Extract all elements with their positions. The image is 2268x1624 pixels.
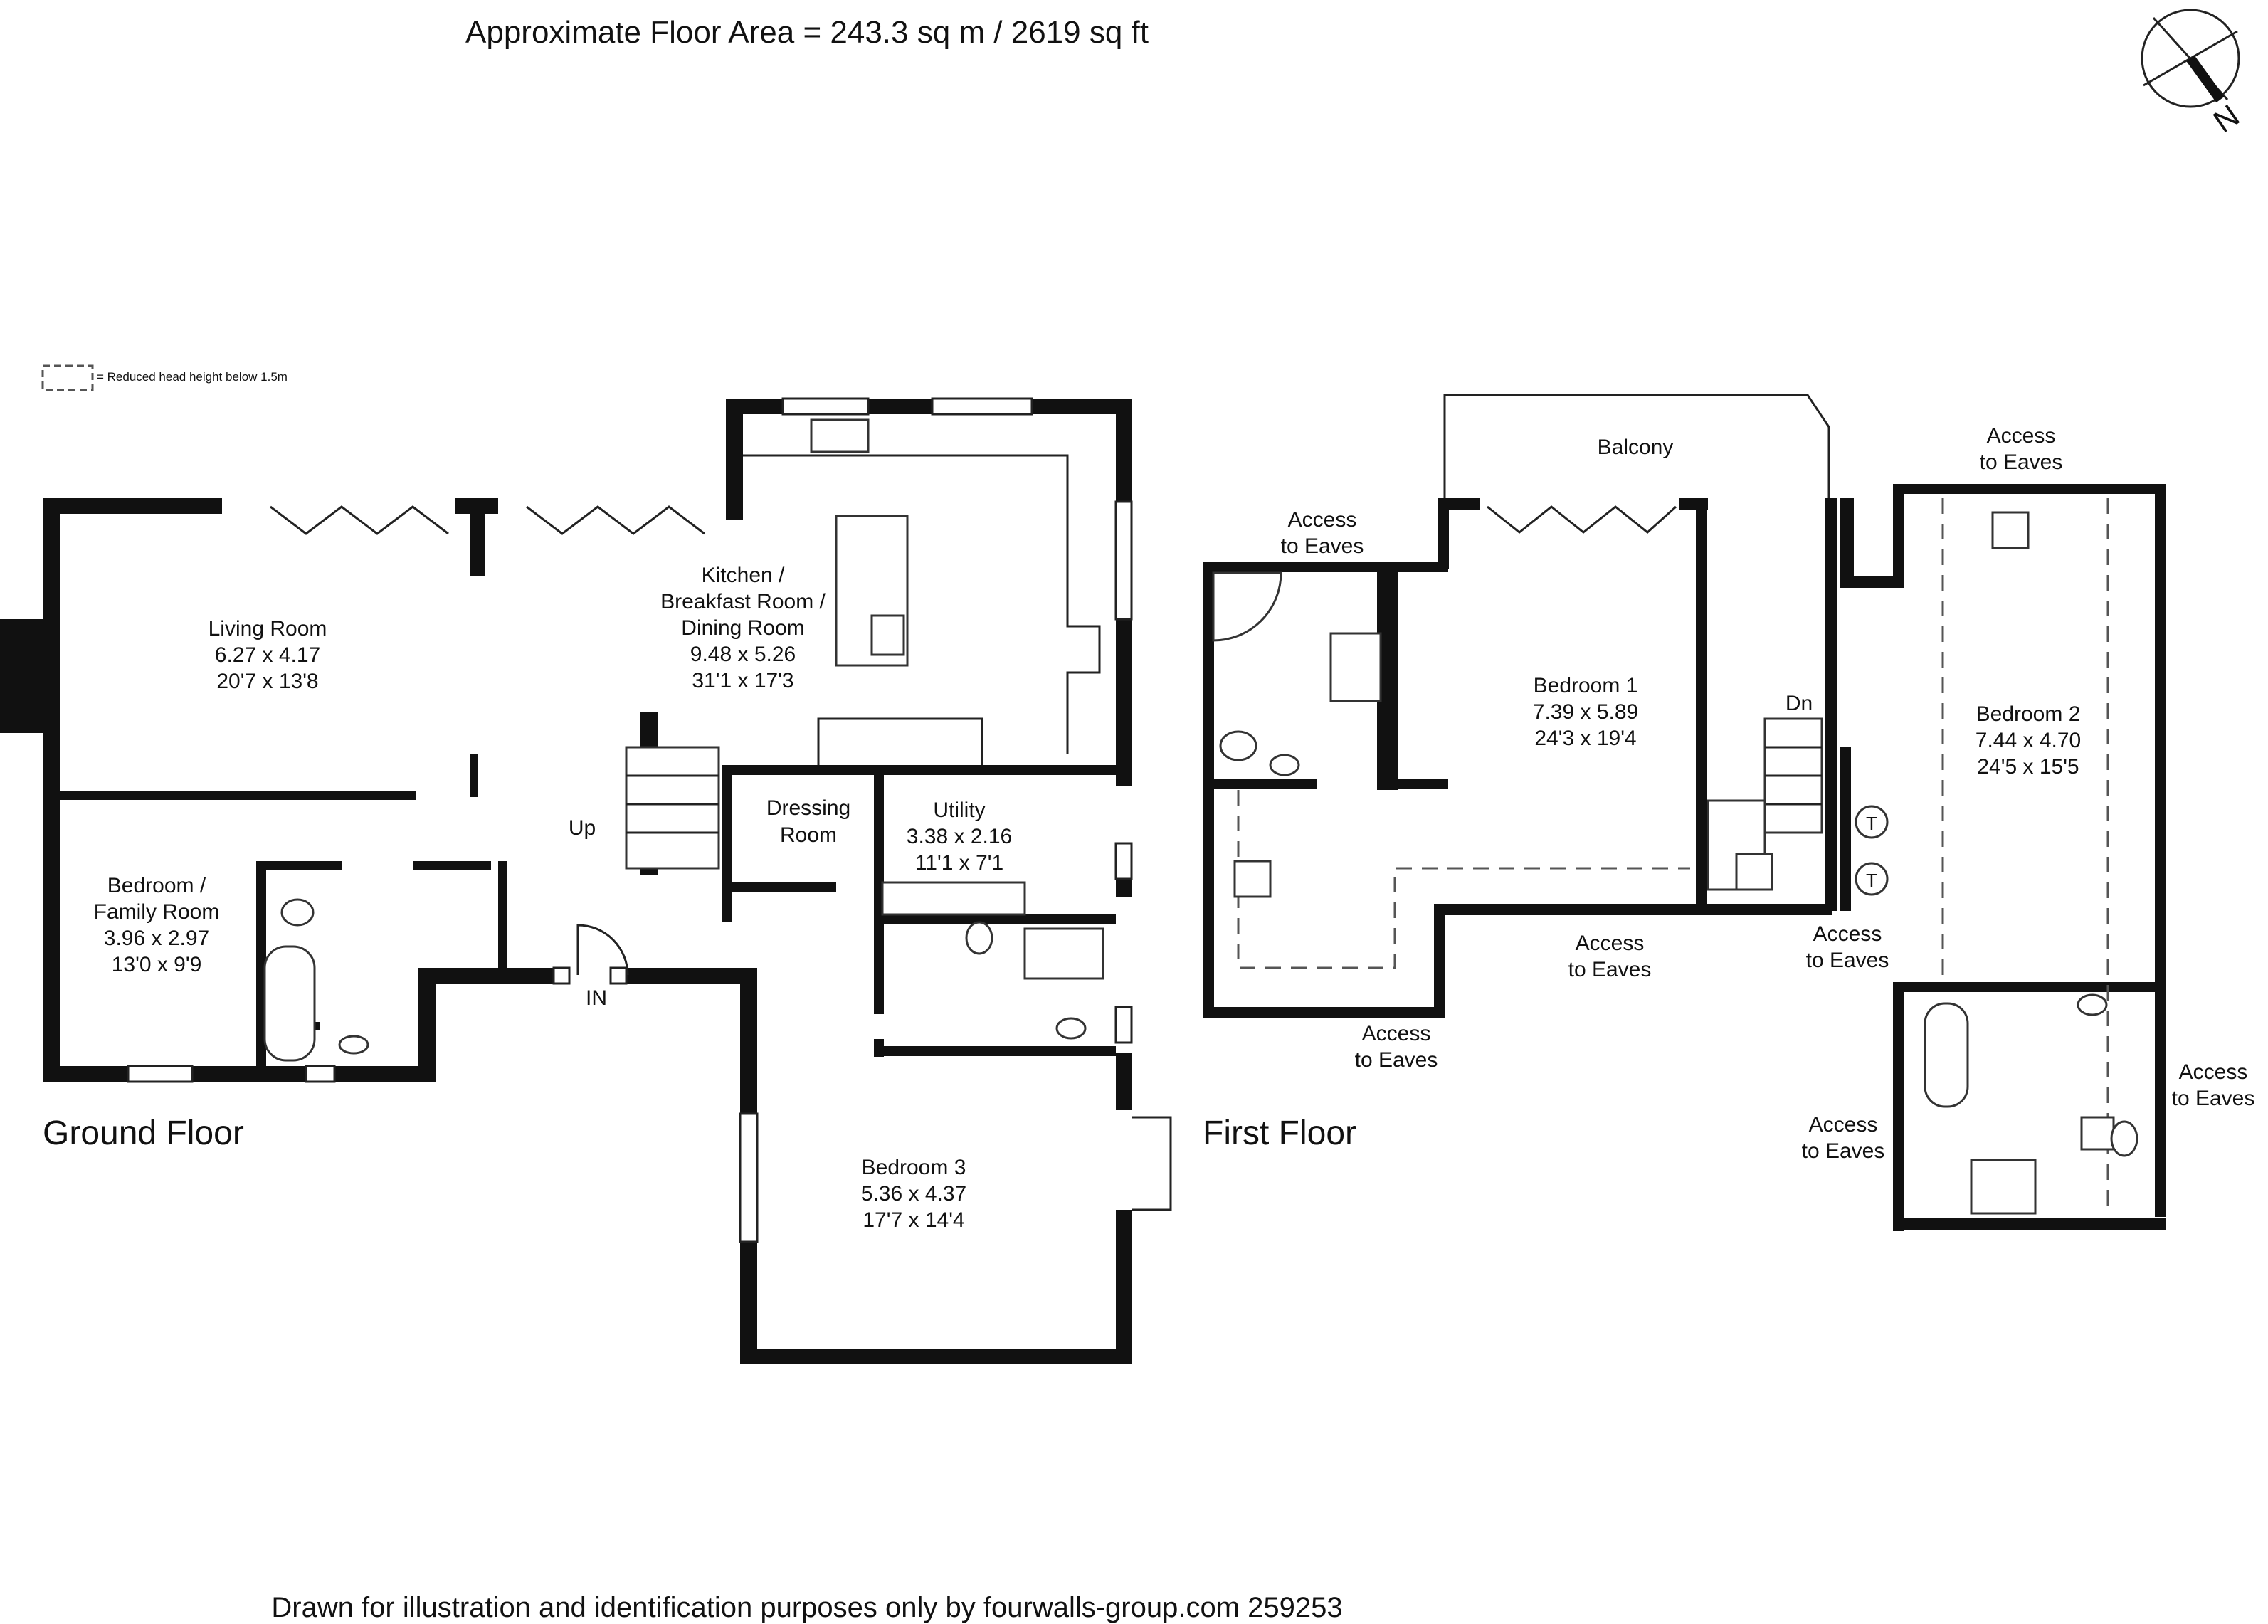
living-room-imperial: 20'7 x 13'8	[216, 670, 318, 693]
balcony-label: Balcony	[1598, 436, 1674, 459]
utility-name: Utility	[933, 798, 985, 822]
eaves-label-5-line1: Access	[1362, 1022, 1431, 1045]
bedroom-2-name: Bedroom 2	[1976, 702, 2081, 726]
kitchen-name-1: Kitchen /	[702, 564, 785, 587]
utility-metric: 3.38 x 2.16	[907, 825, 1012, 848]
ground-floor-title: Ground Floor	[43, 1114, 244, 1152]
family-room-metric: 3.96 x 2.97	[104, 927, 209, 950]
compass-north-label: N	[2208, 98, 2246, 139]
eaves-label-7-line2: to Eaves	[2172, 1087, 2255, 1110]
stairs-down-label: Dn	[1786, 692, 1813, 715]
eaves-label-2-line1: Access	[1987, 424, 2056, 448]
first-floor-plan: Balcony	[1203, 394, 2255, 1231]
kitchen-metric: 9.48 x 5.26	[690, 643, 796, 666]
eaves-label-2-line2: to Eaves	[1980, 450, 2063, 474]
kitchen-name-2: Breakfast Room /	[660, 590, 826, 613]
tank-label-1: T	[1866, 813, 1877, 834]
tank-label-2: T	[1866, 870, 1877, 891]
eaves-label-3-line1: Access	[1576, 932, 1645, 955]
first-floor-title: First Floor	[1203, 1114, 1356, 1152]
kitchen-name-3: Dining Room	[681, 616, 804, 640]
family-room-name-1: Bedroom /	[107, 874, 206, 897]
utility-imperial: 11'1 x 7'1	[915, 851, 1003, 875]
bedroom-2-metric: 7.44 x 4.70	[1976, 729, 2081, 752]
dressing-room-name-1: Dressing	[766, 796, 850, 820]
legend-text: = Reduced head height below 1.5m	[97, 370, 288, 384]
disclaimer-footer: Drawn for illustration and identificatio…	[271, 1592, 1342, 1623]
stairs-up-label: Up	[569, 816, 596, 840]
ground-floor-plan: Living Room 6.27 x 4.17 20'7 x 13'8 Kitc…	[0, 397, 1172, 1364]
first-floor-staircase	[1707, 717, 1823, 891]
eaves-label-4-line1: Access	[1813, 922, 1882, 946]
living-room-metric: 6.27 x 4.17	[215, 643, 320, 667]
bedroom-3-metric: 5.36 x 4.37	[861, 1182, 966, 1206]
living-room-name: Living Room	[209, 617, 327, 640]
bedroom-1-imperial: 24'3 x 19'4	[1534, 727, 1636, 750]
family-room-name-2: Family Room	[94, 900, 220, 924]
eaves-label-3-line2: to Eaves	[1568, 958, 1652, 981]
eaves-label-5-line2: to Eaves	[1355, 1048, 1438, 1072]
bedroom-3-name: Bedroom 3	[862, 1156, 966, 1179]
eaves-label-4-line2: to Eaves	[1806, 949, 1889, 972]
bedroom-1-metric: 7.39 x 5.89	[1533, 700, 1638, 724]
compass-icon: N	[2141, 9, 2246, 139]
legend: = Reduced head height below 1.5m	[41, 364, 288, 391]
eaves-label-6-line1: Access	[1809, 1113, 1878, 1137]
entrance-label: IN	[586, 986, 607, 1010]
eaves-label-6-line2: to Eaves	[1802, 1139, 1885, 1163]
eaves-label-1-line2: to Eaves	[1281, 534, 1364, 558]
ground-staircase	[625, 746, 720, 870]
kitchen-imperial: 31'1 x 17'3	[692, 669, 793, 692]
bedroom-1-name: Bedroom 1	[1534, 674, 1638, 697]
eaves-label-7-line1: Access	[2179, 1060, 2248, 1084]
bedroom-2-imperial: 24'5 x 15'5	[1977, 755, 2079, 779]
bedroom-3-imperial: 17'7 x 14'4	[863, 1208, 964, 1232]
eaves-label-1-line1: Access	[1288, 508, 1357, 532]
floor-area-heading: Approximate Floor Area = 243.3 sq m / 26…	[465, 15, 1149, 50]
dressing-room-name-2: Room	[780, 823, 837, 847]
family-room-imperial: 13'0 x 9'9	[112, 953, 202, 976]
